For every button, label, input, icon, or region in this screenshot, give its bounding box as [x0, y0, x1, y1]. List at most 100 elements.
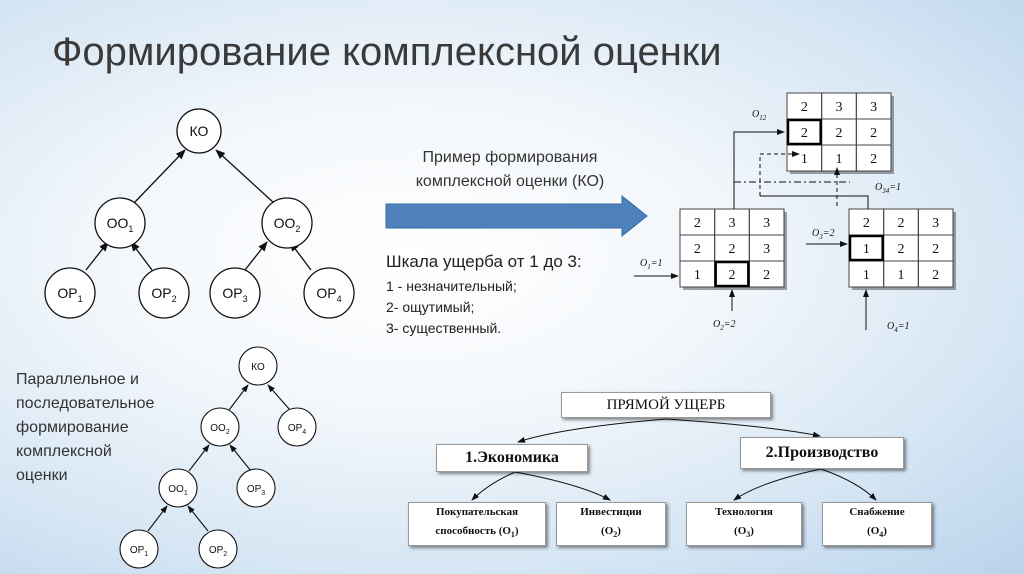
formation-caption-line: оценки [16, 467, 68, 484]
matrix-highlight-cell [786, 118, 822, 146]
node-or2-top-label: ОР2 [151, 285, 176, 304]
node-ko-bottom-label: КО [251, 362, 265, 373]
edge-oo2-ko [215, 149, 275, 204]
formation-caption-line: комплексной [16, 443, 112, 460]
node-oo2-bottom [200, 407, 240, 447]
matrix-cell-value: 2 [836, 126, 843, 141]
label-o34: O34=1 [875, 182, 901, 195]
node-oo1-top-label: ОО1 [107, 215, 134, 234]
node-or2-top [138, 267, 190, 319]
edge-cat1-leaf1 [471, 471, 516, 501]
matrix-cell-value: 3 [836, 100, 843, 115]
damage-scale-item: 2- ощутимый; [386, 299, 475, 315]
node-ko-top [176, 108, 222, 154]
node-or2-bottom [198, 529, 238, 569]
node-oo1-top [94, 197, 146, 249]
matrix-cell-value: 1 [863, 268, 870, 283]
leaf-box-technology: Технология (О3) [686, 502, 802, 546]
leaf-line2: (О4) [867, 525, 887, 540]
edge-or1-oo1-bottom [147, 505, 168, 532]
slide-title: Формирование комплексной оценки [52, 30, 722, 74]
matrix-cell-value: 2 [870, 152, 877, 167]
matrix-cell-value: 1 [863, 242, 870, 257]
matrix-cell-value: 2 [694, 242, 701, 257]
leaf-box-purchasing: Покупательская способность (О1) [408, 502, 546, 546]
matrix-cell-value: 2 [870, 126, 877, 141]
matrix-cell-value: 3 [763, 242, 770, 257]
label-o3: O3=2 [812, 228, 834, 241]
node-or3-bottom-label: ОР3 [247, 484, 265, 497]
matrix-cell-value: 3 [932, 216, 939, 231]
leaf-line1: Снабжение [849, 506, 905, 519]
node-oo2-top [261, 197, 313, 249]
edge-oo2-ko-bottom [228, 384, 249, 411]
leaf-line2: способность (О1) [435, 525, 519, 540]
node-oo1-bottom [158, 468, 198, 508]
matrix-cell-value: 2 [898, 242, 905, 257]
edge-root-cat1 [517, 418, 667, 443]
edge-or3-oo2 [244, 241, 268, 271]
leaf-line1: Технология [715, 506, 773, 519]
leaf-line2: (О3) [734, 525, 754, 540]
edge-cat2-leaf4 [820, 468, 877, 501]
edge-or2-oo1 [130, 241, 153, 271]
node-or4-bottom-label: ОР4 [288, 423, 306, 436]
matrix-cell-value: 2 [932, 242, 939, 257]
leaf-box-supply: Снабжение (О4) [822, 502, 932, 546]
damage-root-box: ПРЯМОЙ УЩЕРБ [561, 392, 771, 418]
formation-caption: Параллельное и последовательное формиров… [16, 368, 206, 488]
matrix-cell-value: 2 [694, 216, 701, 231]
node-oo2-bottom-label: ОО2 [210, 423, 230, 436]
matrix-12-frame [786, 92, 892, 172]
damage-scale-item: 3- существенный. [386, 320, 502, 336]
node-or2-bottom-label: ОР2 [209, 545, 227, 558]
edge-oo1-oo2-bottom [188, 444, 210, 472]
matrix-cell-value: 2 [729, 268, 736, 283]
node-or4-bottom [277, 407, 317, 447]
matrix-cell-value: 2 [932, 268, 939, 283]
label-o12: O12 [752, 109, 767, 122]
matrix-cell-value: 1 [801, 152, 808, 167]
damage-scale-item: 1 - незначительный; [386, 278, 517, 294]
matrix-cell-value: 3 [729, 216, 736, 231]
edge-cat1-leaf2 [514, 471, 611, 501]
connector-dashed-left [759, 151, 800, 196]
label-o4: O4=1 [887, 321, 909, 334]
category-economy-label: 1.Экономика [465, 449, 559, 466]
node-or4-top [303, 267, 355, 319]
matrix-cell-value: 2 [729, 242, 736, 257]
leaf-box-investments: Инвестиции (О2) [556, 502, 666, 546]
connector-right-to-12 [760, 195, 869, 209]
matrix-cell-value: 1 [836, 152, 843, 167]
matrix-cell-value: 2 [801, 126, 808, 141]
edge-or2-oo1-bottom [187, 505, 209, 532]
node-ko-top-label: КО [190, 123, 209, 139]
connector-left-to-12 [733, 129, 785, 209]
matrix-cell-value: 2 [801, 100, 808, 115]
formation-caption-line: последовательное [16, 395, 155, 412]
formation-caption-line: формирование [16, 419, 129, 436]
matrix-cell [855, 144, 892, 172]
node-or1-top [44, 267, 96, 319]
formation-caption-line: Параллельное и [16, 371, 139, 388]
leaf-line1: Покупательская [435, 506, 519, 519]
example-caption: Пример формирования комплексной оценки (… [370, 146, 650, 194]
matrix-cell-value: 1 [898, 268, 905, 283]
matrix-cell-value: 3 [763, 216, 770, 231]
node-or1-top-label: ОР1 [57, 285, 82, 304]
damage-scale-heading: Шкала ущерба от 1 до 3: [386, 252, 582, 271]
matrix-cell [917, 260, 954, 288]
category-economy-box: 1.Экономика [436, 444, 588, 472]
matrix-highlight-cell [714, 260, 750, 288]
leaf-line2: (О2) [601, 525, 621, 540]
node-oo1-bottom-label: ОО1 [168, 484, 188, 497]
matrix-cell-value: 2 [763, 268, 770, 283]
example-arrow [385, 194, 648, 238]
matrix-right-frame [848, 208, 954, 288]
node-or4-top-label: ОР4 [316, 285, 341, 304]
node-or1-bottom [119, 529, 159, 569]
